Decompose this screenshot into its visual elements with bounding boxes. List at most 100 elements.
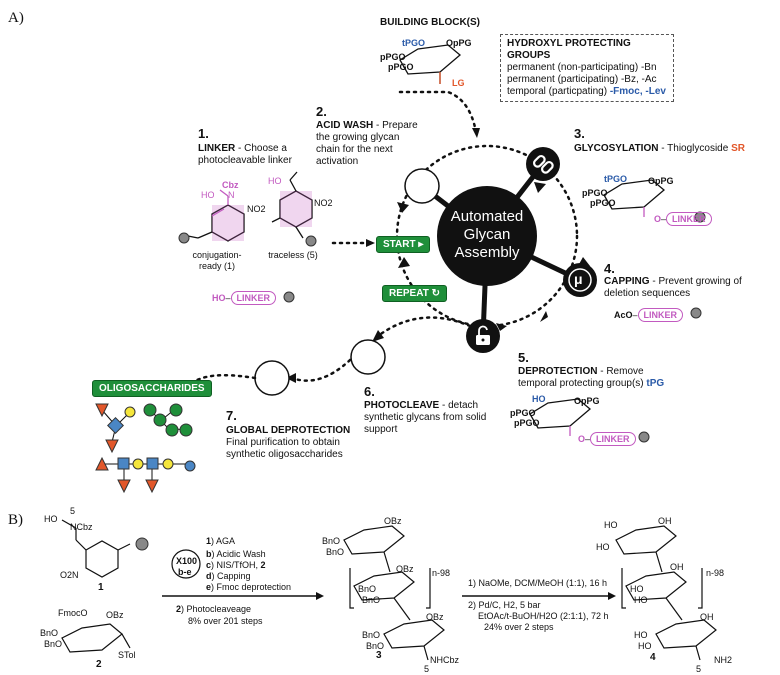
cmpd2-stol: STol	[118, 650, 136, 660]
step3-desc: - Thioglycoside	[658, 143, 732, 154]
cycle-arrow-6	[397, 202, 409, 213]
hpg-box: HYDROXYL PROTECTING GROUPS permanent (no…	[500, 34, 674, 102]
cond2-l2: 2) Pd/C, H2, 5 bar	[468, 600, 541, 610]
step6-desc: - detach synthetic glycans from solid su…	[364, 400, 487, 435]
c4-ho-e: HO	[634, 630, 648, 640]
cond1-c-key: c	[206, 560, 212, 570]
linker1-ho: HO	[201, 190, 215, 200]
step3-sr: SR	[731, 143, 745, 154]
bb-arrow	[398, 90, 478, 134]
cmpd1-num: 1	[98, 582, 104, 593]
resin-bead-linker-a	[283, 291, 295, 303]
step1-desc: - Choose a photocleavable linker	[198, 143, 292, 166]
cmpd2-bno-1: BnO	[40, 628, 59, 638]
oligo-glycan-1	[95, 403, 136, 454]
s3-ppgo-1: pPGO	[582, 188, 608, 198]
cmpd4-structure	[615, 525, 717, 661]
panel-a-label: A)	[8, 10, 24, 26]
linker5-ho: HO	[268, 176, 282, 186]
c4-nh2: NH2	[714, 655, 733, 665]
step6-text: PHOTOCLEAVE - detach synthetic glycans f…	[364, 400, 494, 436]
s3-ppgo-2: pPGO	[590, 198, 616, 208]
hpg-line-3-groups: -Fmoc, -Lev	[609, 86, 666, 97]
linker5-caption: traceless (5)	[268, 250, 318, 260]
center-line-1: Automated	[450, 208, 524, 225]
oligo-glycan-2	[143, 403, 193, 437]
bb-lg: LG	[452, 78, 465, 88]
c3-bno-c: BnO	[358, 584, 377, 594]
s3-o: O	[654, 214, 662, 224]
cond1-s2: ) Photocleaveage	[181, 604, 252, 614]
step6-title: PHOTOCLEAVE	[364, 400, 440, 411]
c4-sub5: 5	[696, 664, 702, 674]
step5-sugar	[529, 398, 592, 436]
linker-5-structure	[271, 171, 313, 239]
link-icon	[532, 154, 554, 174]
linker1-cbz: Cbz	[222, 180, 239, 190]
hpg-line-3-prefix: temporal (particpating)	[507, 86, 608, 97]
cond1-c-text: ) NIS/TfOH,	[211, 560, 261, 570]
cycle-arrow-1	[534, 182, 546, 193]
s5-o: O	[578, 434, 586, 444]
c3-nhcbz: NHCbz	[430, 655, 460, 665]
step2-desc: - Prepare the growing glycan chain for t…	[316, 120, 418, 167]
cycle-arrow-2	[578, 257, 590, 266]
cmpd2-structure	[61, 623, 131, 653]
c3-obz-bot: OBz	[426, 612, 444, 622]
cmpd2-num: 2	[96, 659, 102, 670]
s3-linker-box: LINKER	[666, 212, 712, 226]
step1-title: LINKER	[198, 143, 236, 154]
cond2-l4: 24% over 2 steps	[484, 622, 554, 632]
c4-ho-a: HO	[604, 520, 618, 530]
panel-b-graphics	[61, 519, 717, 661]
cmpd1-ho: HO	[44, 514, 58, 524]
repeat-label: REPEAT	[389, 288, 429, 299]
s3-linker-row: O–LINKER	[654, 212, 712, 226]
linker-row-a-ho: HO	[212, 293, 226, 303]
step3-sugar	[603, 179, 666, 217]
s4-aco: AcO	[614, 310, 633, 320]
linker5-no2: NO2	[314, 198, 333, 208]
linker1-no2: NO2	[247, 204, 266, 214]
step5-tpg: tPG	[646, 378, 665, 389]
hpg-line-3: temporal (particpating) -Fmoc, -Lev	[507, 86, 667, 98]
step7-num: 7.	[226, 408, 237, 423]
building-block-title: BUILDING BLOCK(S)	[380, 17, 480, 28]
step4-title: CAPPING	[604, 276, 650, 287]
cmpd1-sub5: 5	[70, 506, 76, 516]
step2-title: ACID WASH	[316, 120, 374, 131]
cond1-s1n: 1	[206, 536, 212, 546]
station-acid-wash	[404, 168, 440, 204]
step4-num: 4.	[604, 261, 615, 276]
c3-bno-b: BnO	[326, 547, 345, 557]
resin-bead-linker-step4	[690, 307, 702, 319]
c3-bno-d: BnO	[362, 595, 381, 605]
bb-ppgo-2: pPGO	[388, 62, 414, 72]
repeat-badge: REPEAT ↻	[382, 285, 447, 302]
center-line-2: Glycan	[463, 226, 511, 243]
s5-oppg: OpPG	[574, 396, 600, 406]
cmpd1-o2n: O2N	[60, 570, 79, 580]
step4-desc: - Prevent growing of deletion sequences	[604, 276, 742, 299]
step3-num: 3.	[574, 126, 585, 141]
linker-1-structure	[187, 189, 245, 242]
step1-num: 1.	[198, 126, 209, 141]
hpg-line-2: permanent (participating) -Bz, -Ac	[507, 74, 657, 85]
step5-desc: - Remove temporal protecting group(s)	[518, 366, 647, 389]
cmpd2-bno-2: BnO	[44, 639, 63, 649]
cond1-b-text: ) Acidic Wash	[211, 549, 266, 559]
photocleave-arrow	[290, 358, 352, 382]
c3-n98: n-98	[432, 568, 451, 578]
s3-tpgo: tPGO	[604, 174, 628, 184]
cond1-d-key: d	[206, 571, 212, 581]
cmpd1-ncbz: NCbz	[70, 522, 93, 532]
s5-linker-row: O–LINKER	[578, 432, 636, 446]
panel-b-label: B)	[8, 512, 23, 528]
bb-ppgo-1: pPGO	[380, 52, 406, 62]
cond1-step2: 2) Photocleaveage	[176, 604, 251, 615]
c4-n98: n-98	[706, 568, 725, 578]
s4-linker-box: LINKER	[637, 308, 684, 322]
cycle-arrow-5	[398, 257, 410, 268]
cond1-c: c) NIS/TfOH, 2	[206, 560, 266, 571]
